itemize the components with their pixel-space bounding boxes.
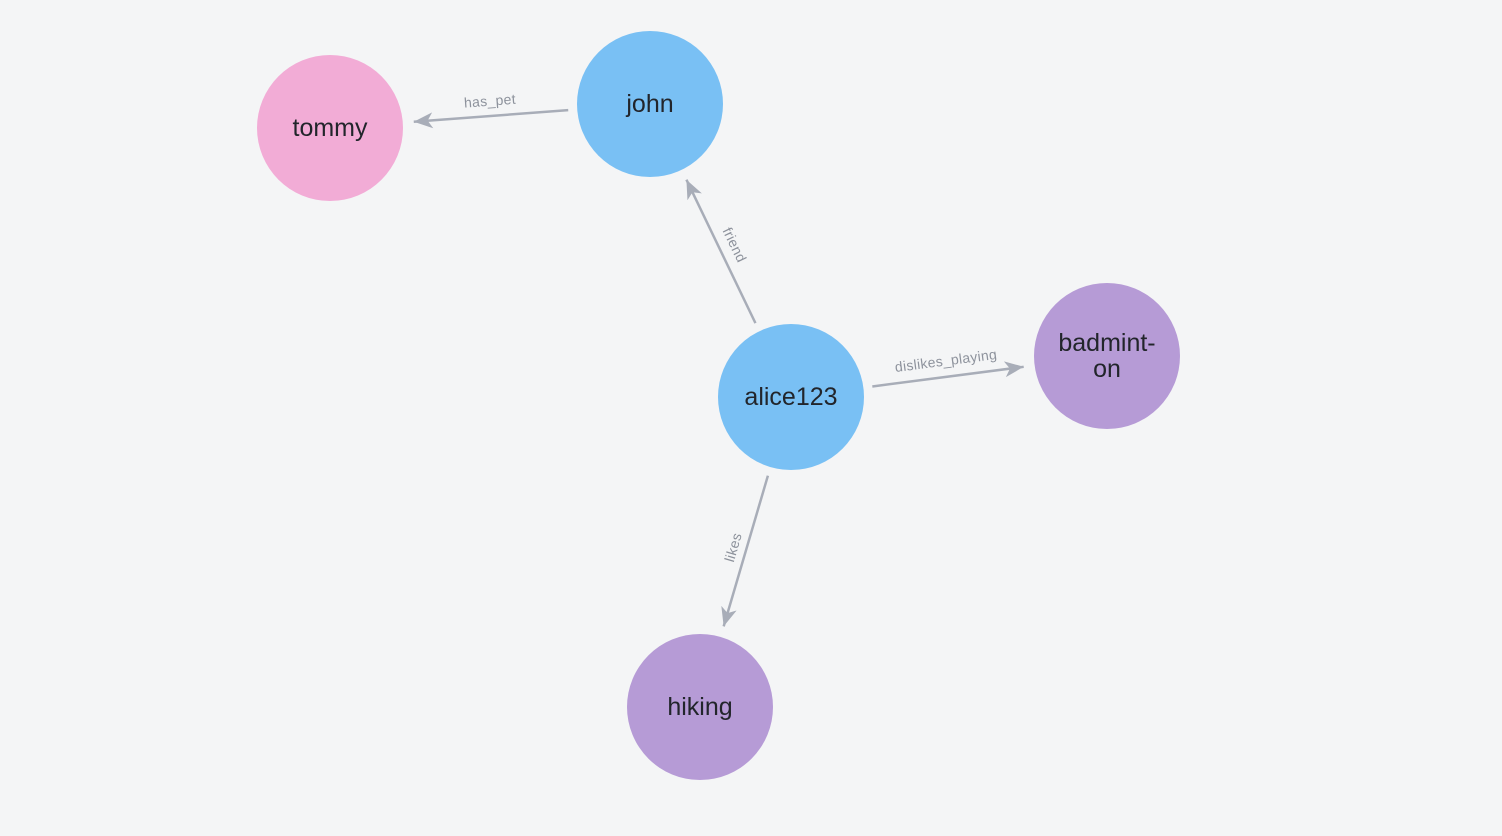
edge-dislikes_playing[interactable] bbox=[872, 361, 1024, 388]
edge-label-has_pet: has_pet bbox=[463, 91, 516, 111]
edge-friend[interactable] bbox=[685, 179, 757, 324]
node-group-john: john bbox=[577, 31, 723, 177]
node-layer: tommy john alice123 badmint-on hiking bbox=[257, 31, 1180, 780]
node-group-hiking: hiking bbox=[627, 634, 773, 780]
node-tommy[interactable] bbox=[257, 55, 403, 201]
node-badminton[interactable] bbox=[1034, 283, 1180, 429]
edge-has_pet[interactable] bbox=[413, 108, 569, 129]
edge-likes[interactable] bbox=[721, 475, 770, 627]
node-alice123[interactable] bbox=[718, 324, 864, 470]
edge-label-dislikes_playing: dislikes_playing bbox=[894, 346, 998, 375]
node-group-tommy: tommy bbox=[257, 55, 403, 201]
edge-label-likes: likes bbox=[721, 531, 745, 564]
node-group-alice123: alice123 bbox=[718, 324, 864, 470]
node-group-badminton: badmint-on bbox=[1034, 283, 1180, 429]
node-hiking[interactable] bbox=[627, 634, 773, 780]
node-john[interactable] bbox=[577, 31, 723, 177]
